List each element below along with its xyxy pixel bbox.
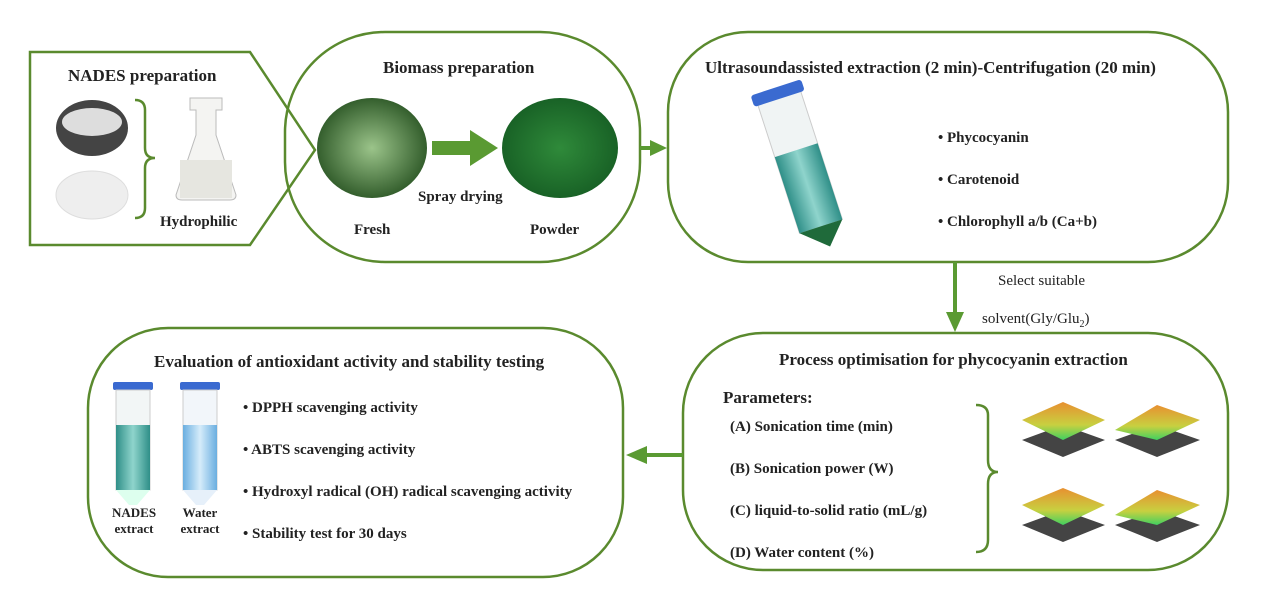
brace — [134, 98, 156, 220]
fresh-label: Fresh — [354, 222, 391, 238]
nades-title: NADES preparation — [68, 66, 217, 85]
ultrasound-item: • Chlorophyll a/b (Ca+b) — [938, 214, 1097, 230]
parameter-item: (B) Sonication power (W) — [730, 461, 894, 477]
solvent-subscript: 2 — [1079, 319, 1085, 330]
parameter-item: (C) liquid-to-solid ratio (mL/g) — [730, 503, 928, 519]
arrow-down — [946, 262, 964, 332]
arrow-right — [640, 140, 667, 156]
tube1-line2: extract — [114, 521, 154, 536]
arrow-left — [626, 446, 683, 464]
select-solvent-line2: solvent(Gly/Glu2) — [982, 311, 1090, 330]
process-box — [681, 331, 1230, 572]
powder-photo — [55, 170, 129, 220]
parameter-item: (D) Water content (%) — [730, 545, 874, 561]
select-solvent-line1: Select suitable — [998, 273, 1086, 289]
evaluation-box — [86, 326, 625, 579]
powder-algae-photo — [502, 98, 618, 198]
parameter-item: (A) Sonication time (min) — [730, 419, 893, 435]
tube2-line1: Water — [182, 505, 218, 520]
evaluation-item: • ABTS scavenging activity — [243, 442, 416, 458]
tube2-line2: extract — [180, 521, 220, 536]
biomass-title: Biomass preparation — [383, 58, 535, 77]
ultrasound-box — [666, 30, 1230, 264]
evaluation-item: • DPPH scavenging activity — [243, 400, 418, 416]
response-surface-plots — [1022, 402, 1200, 542]
water-extract-tube — [180, 382, 220, 505]
spray-arrow — [432, 130, 498, 166]
solvent-close: ) — [1084, 311, 1090, 327]
process-title: Process optimisation for phycocyanin ext… — [779, 350, 1128, 369]
nades-extract-tube — [113, 382, 153, 505]
parameters-label: Parameters: — [723, 388, 813, 407]
evaluation-item: • Hydroxyl radical (OH) radical scavengi… — [243, 484, 573, 500]
evaluation-item: • Stability test for 30 days — [243, 526, 407, 542]
nades-box — [28, 50, 317, 247]
ultrasound-item: • Phycocyanin — [938, 130, 1029, 146]
process-brace — [975, 403, 999, 554]
evaluation-title: Evaluation of antioxidant activity and s… — [154, 352, 545, 371]
spray-drying-label: Spray drying — [418, 189, 503, 205]
ultrasound-title: Ultrasoundassisted extraction (2 min)-Ce… — [705, 58, 1156, 77]
powder-label: Powder — [530, 222, 580, 238]
centrifuge-tube — [751, 80, 843, 247]
ultrasound-item: • Carotenoid — [938, 172, 1020, 188]
fresh-algae-photo — [317, 98, 427, 198]
nades-label: Hydrophilic — [160, 214, 238, 230]
solvent-text: solvent(Gly/Glu — [982, 311, 1080, 327]
tube1-line1: NADES — [112, 505, 157, 520]
